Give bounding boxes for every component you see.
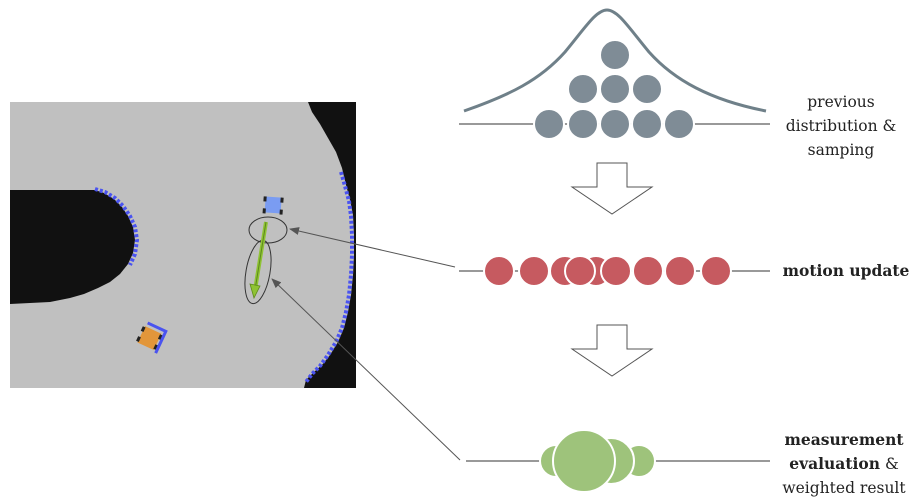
prior-label-line2: distribution & (785, 117, 897, 135)
particle (632, 255, 664, 287)
prior-label-line1: previous (807, 93, 875, 111)
prior-distribution (459, 8, 770, 140)
estimated-robot-icon (262, 196, 284, 215)
particle (631, 73, 663, 105)
particle (599, 39, 631, 71)
measurement-line2: evaluation & (789, 454, 899, 473)
laser-hits-right (304, 171, 354, 384)
laser-hits-left (94, 187, 140, 266)
particle (567, 73, 599, 105)
particle (599, 73, 631, 105)
particle (600, 255, 632, 287)
measurement-line1: measurement (784, 430, 904, 449)
measurement-evaluation (466, 429, 770, 493)
gaussian-curve-icon (463, 8, 767, 113)
map-left-obstacle (10, 190, 135, 304)
measurement-line3: weighted result (782, 479, 906, 497)
measurement-particles (539, 429, 656, 493)
connector-measurement-to-map (271, 278, 461, 461)
true-robot-icon (136, 321, 168, 354)
occupancy-map (10, 102, 356, 388)
connector-motion-to-map (289, 227, 456, 268)
particle (664, 255, 696, 287)
motion-update (459, 255, 770, 287)
map-right-wall (304, 102, 356, 388)
motion-vector-head (249, 283, 261, 300)
prior-particles (533, 39, 695, 140)
particle (564, 255, 596, 287)
particle (599, 108, 631, 140)
particle (533, 108, 565, 140)
motion-particles (483, 255, 732, 287)
motion-update-label: motion update (778, 259, 914, 283)
particle (663, 108, 695, 140)
particle (518, 255, 550, 287)
measurement-label: measurement evaluation & weighted result (774, 428, 914, 500)
prior-distribution-label: previous distribution & samping (776, 90, 906, 162)
particle (700, 255, 732, 287)
down-arrow-icon (570, 162, 654, 215)
particle-heavy (552, 429, 616, 493)
pose-uncertainty-small (248, 216, 288, 244)
particle (631, 108, 663, 140)
particle (567, 108, 599, 140)
particle (483, 255, 515, 287)
motion-update-text: motion update (782, 261, 910, 280)
prior-label-line3: samping (807, 141, 875, 159)
down-arrow-icon (570, 324, 654, 377)
motion-vector-core (254, 221, 267, 291)
